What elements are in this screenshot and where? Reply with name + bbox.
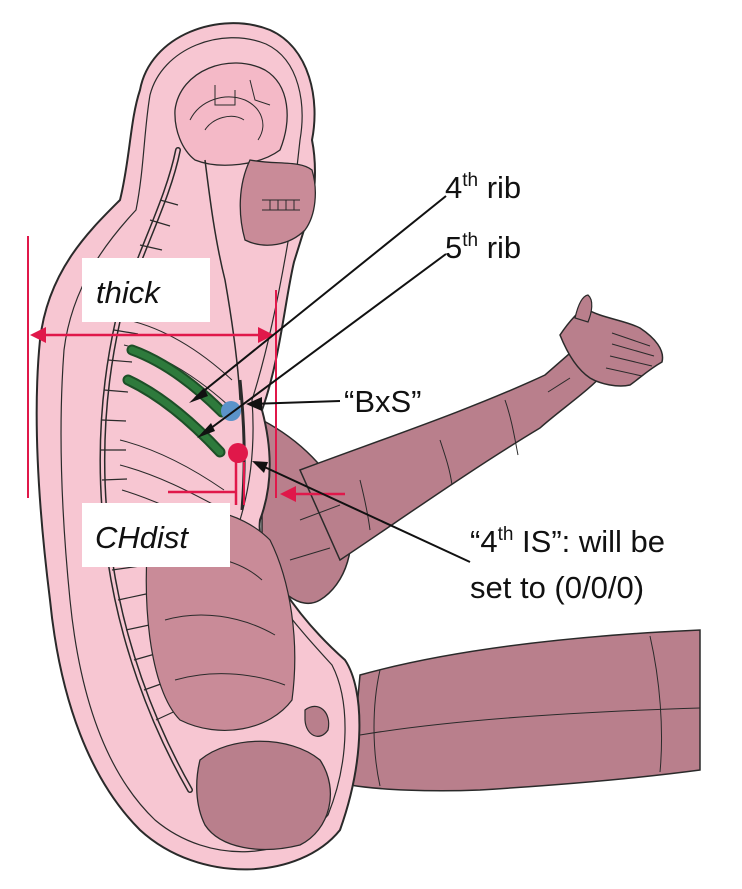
is4-label-sup: th — [498, 524, 514, 545]
pelvis — [197, 741, 331, 849]
thick-label: thick — [96, 275, 161, 310]
is4-label-line1: “4th IS”: will be — [470, 524, 665, 559]
thick-arrow-left — [30, 327, 46, 343]
brain — [175, 63, 287, 165]
is4-label-line2: set to (0/0/0) — [470, 570, 644, 605]
thigh — [350, 630, 700, 791]
torso-section — [37, 23, 360, 869]
is4-label-rest: IS”: will be — [513, 524, 665, 559]
rib4-label-sup: th — [462, 170, 478, 191]
rib5-label: 5th rib — [445, 230, 521, 265]
is4-point — [228, 443, 248, 463]
rib5-label-sup: th — [462, 230, 478, 251]
chdist-label: CHdist — [95, 520, 189, 555]
rib4-label-word: rib — [478, 170, 521, 205]
thigh-shape — [350, 630, 700, 791]
rib5-label-num: 5 — [445, 230, 462, 265]
thumb — [575, 295, 592, 322]
rib4-label-num: 4 — [445, 170, 462, 205]
bxs-label: “BxS” — [344, 384, 422, 419]
rib5-label-word: rib — [478, 230, 521, 265]
rib4-label: 4th rib — [445, 170, 521, 205]
is4-label-open: “4 — [470, 524, 498, 559]
